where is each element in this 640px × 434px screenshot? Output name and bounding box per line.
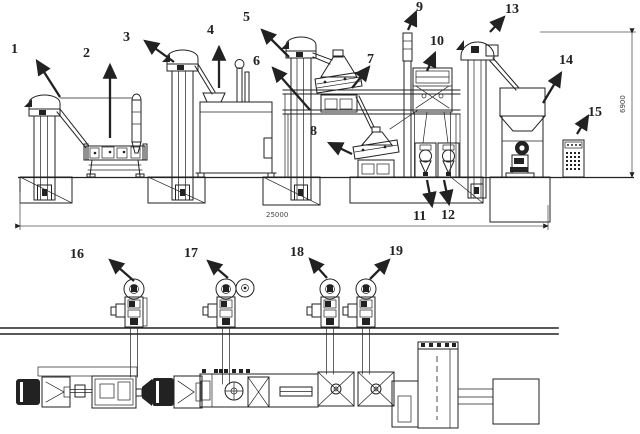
callout-arrow-11 — [422, 179, 437, 209]
plan-elevator-17 — [202, 278, 255, 385]
dimension-length-text: 25000 — [266, 211, 289, 219]
callout-arrow-18 — [308, 257, 328, 279]
connector-box — [391, 380, 419, 428]
callout-label-19: 19 — [389, 244, 403, 259]
callout-arrow-3 — [143, 39, 175, 63]
press-cage — [247, 376, 270, 408]
bucket-elevator-3 — [162, 49, 216, 201]
dimension-height-text: 6900 — [619, 95, 627, 113]
feed-cone — [142, 379, 152, 406]
callout-arrow-15 — [574, 114, 590, 135]
drive-shaft — [69, 384, 93, 398]
mezzanine-platform — [282, 89, 461, 178]
fan-circle — [235, 278, 255, 298]
callout-label-5: 5 — [243, 10, 250, 25]
callout-label-9: 9 — [416, 0, 423, 15]
outfeed-pipes — [457, 388, 494, 405]
callout-arrow-1 — [35, 59, 61, 98]
bucket-elevator-13 — [456, 40, 520, 199]
callout-arrows — [35, 9, 590, 282]
callout-arrow-8 — [326, 141, 353, 156]
callout-arrow-5 — [260, 28, 290, 58]
callout-label-10: 10 — [430, 34, 444, 49]
callout-label-14: 14 — [559, 53, 573, 68]
callout-label-4: 4 — [207, 23, 214, 38]
dimension-length — [15, 192, 549, 230]
intake-cleaner-2 — [83, 93, 148, 178]
elevation-view — [15, 28, 636, 230]
plan-elevator-19 — [342, 278, 377, 375]
plan-elevator-16 — [110, 278, 148, 378]
callout-arrow-7 — [351, 65, 371, 89]
callout-label-12: 12 — [441, 208, 455, 223]
control-cabinet-15 — [562, 139, 585, 178]
callout-arrow-19 — [369, 258, 391, 280]
callout-label-3: 3 — [123, 30, 130, 45]
callout-label-13: 13 — [505, 2, 519, 17]
plan-view — [0, 278, 559, 429]
outfeed-tank — [492, 378, 540, 425]
wall-line — [0, 327, 559, 335]
callout-arrow-14 — [542, 71, 563, 104]
callout-label-2: 2 — [83, 46, 90, 61]
weighing-hopper-14 — [498, 87, 547, 178]
callout-label-7: 7 — [367, 52, 374, 67]
callout-label-15: 15 — [588, 105, 602, 120]
callout-label-1: 1 — [11, 42, 18, 57]
cabinet-button-grid — [566, 152, 580, 170]
callout-label-16: 16 — [70, 247, 84, 262]
cyclone-12 — [437, 142, 460, 178]
callout-label-17: 17 — [184, 246, 198, 261]
filter-bin — [417, 341, 459, 429]
feeder-conveyor — [91, 375, 137, 409]
bucket-elevator-1 — [24, 94, 133, 201]
cooker-section — [173, 375, 203, 409]
gearbox-a — [41, 376, 71, 408]
seed-cleaner-4 — [195, 59, 277, 178]
bucket-elevator-5 — [281, 36, 333, 201]
plan-elevator-18 — [306, 278, 341, 375]
bagging-scale — [505, 141, 535, 178]
callout-arrow-12 — [438, 179, 454, 207]
callout-arrow-17 — [206, 259, 229, 279]
dimension-height — [540, 28, 636, 178]
callout-label-11: 11 — [413, 209, 427, 224]
cake-hopper-b — [357, 371, 395, 407]
callout-arrow-16 — [108, 258, 135, 282]
drive-motor-a — [16, 379, 40, 405]
callout-label-6: 6 — [253, 54, 260, 69]
callout-label-8: 8 — [310, 124, 317, 139]
callout-arrow-6 — [271, 66, 311, 111]
cake-hopper-a — [317, 371, 355, 407]
press-line — [16, 341, 540, 429]
drive-motor-b — [152, 378, 174, 406]
callout-arrow-10 — [422, 50, 437, 72]
vibrating-screen-8 — [352, 126, 400, 178]
vibrating-screen-7 — [314, 49, 375, 129]
frame-rail — [37, 366, 138, 377]
neck-coupling — [135, 388, 143, 397]
air-cylinder — [131, 93, 142, 154]
cyclone-11 — [414, 142, 437, 178]
callout-arrow-9 — [403, 9, 418, 31]
callout-label-18: 18 — [290, 245, 304, 260]
aspiration-duct-9 — [402, 32, 413, 178]
callout-arrow-13 — [489, 15, 506, 33]
screw-press — [199, 369, 319, 408]
